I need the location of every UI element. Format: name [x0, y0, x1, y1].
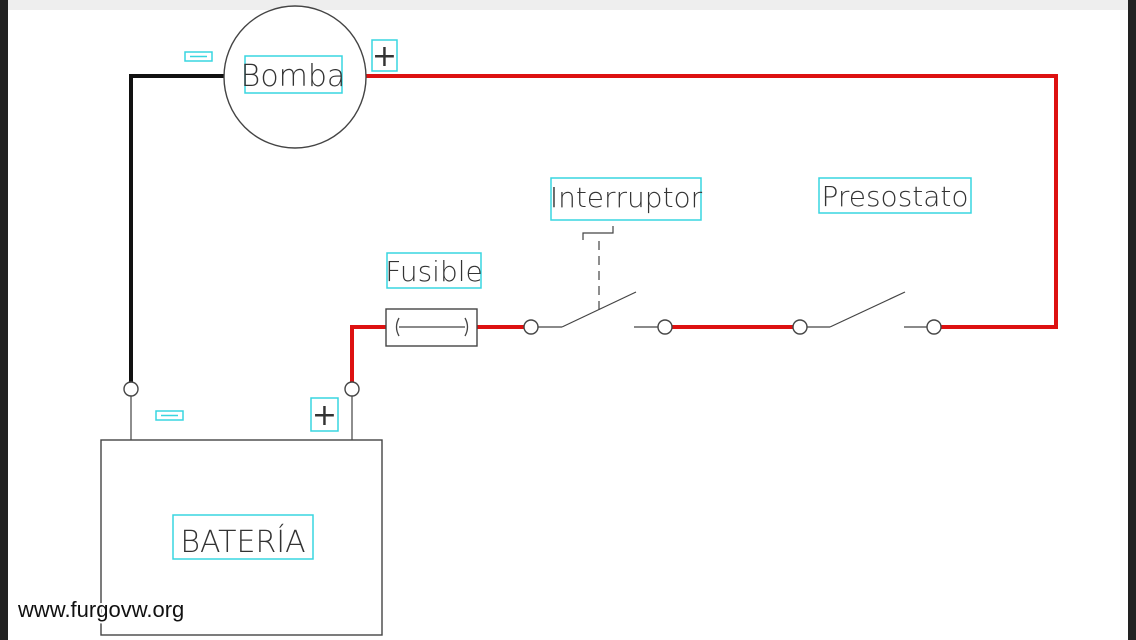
- pump-pos-sign: +: [372, 39, 397, 74]
- battery-pos-sign: +: [312, 398, 337, 433]
- pressostat-terminal-out: [926, 319, 942, 335]
- top-shade: [8, 0, 1128, 10]
- switch-terminal-in: [523, 319, 539, 335]
- pump-neg-box: [184, 51, 213, 62]
- switch-label-box: [550, 177, 702, 221]
- negative-wire: [129, 74, 226, 382]
- right-edge: [1128, 0, 1136, 640]
- battery-pos-terminal: [344, 381, 360, 397]
- battery-pos-box: [310, 397, 339, 432]
- battery-body: [100, 439, 383, 636]
- battery-label-box: [172, 514, 314, 560]
- left-edge: [0, 0, 8, 640]
- positive-wire-pressostat-pump: [366, 74, 1058, 329]
- switch-label: Interruptor: [550, 181, 703, 214]
- fuse-element-icon: [395, 317, 469, 337]
- battery-label: BATERÍA: [180, 524, 305, 560]
- pressostat-label-box: [818, 177, 972, 214]
- fuse-label-box: [386, 252, 482, 289]
- watermark: www.furgovw.org: [17, 597, 184, 622]
- positive-wire-battery-fuse: [350, 325, 386, 382]
- pressostat-label: Presostato: [821, 180, 968, 213]
- pump-label-box: [244, 55, 343, 94]
- battery-neg-terminal: [123, 381, 139, 397]
- fuse-label: Fusible: [385, 255, 482, 288]
- switch-actuator-icon: [582, 226, 614, 240]
- pump-symbol: [223, 5, 367, 149]
- switch-terminal-out: [657, 319, 673, 335]
- battery-neg-box: [155, 410, 184, 421]
- pressostat-blade: [829, 291, 906, 328]
- pump-label: Bomba: [241, 59, 346, 94]
- pump-pos-box: [371, 39, 398, 72]
- pressostat-terminal-in: [792, 319, 808, 335]
